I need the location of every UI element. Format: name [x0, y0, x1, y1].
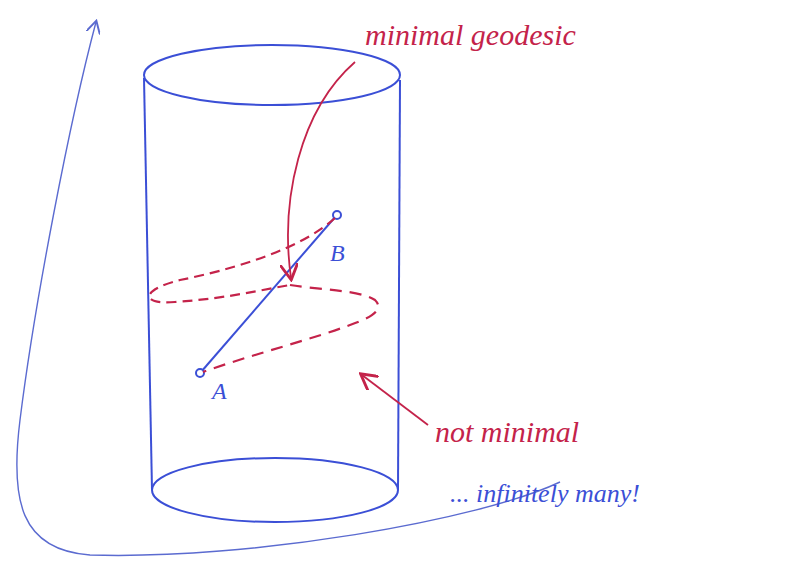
cylinder-top [144, 45, 400, 105]
note-text: ... infinitely many! [450, 480, 640, 509]
cylinder-side [398, 80, 400, 490]
point [196, 369, 204, 377]
leader-line [362, 375, 428, 425]
leader-line [288, 62, 355, 278]
cylinder-side [144, 78, 152, 490]
spiral-geodesic [149, 218, 335, 302]
geodesic-line [201, 216, 336, 372]
point-label: A [212, 378, 227, 404]
callout-text: not minimal [435, 415, 579, 448]
spiral-geodesic [203, 285, 378, 372]
cylinder-bottom [152, 458, 398, 522]
point-label: B [330, 240, 345, 266]
callout-text: minimal geodesic [365, 18, 576, 51]
sweep-arrow [17, 22, 560, 555]
